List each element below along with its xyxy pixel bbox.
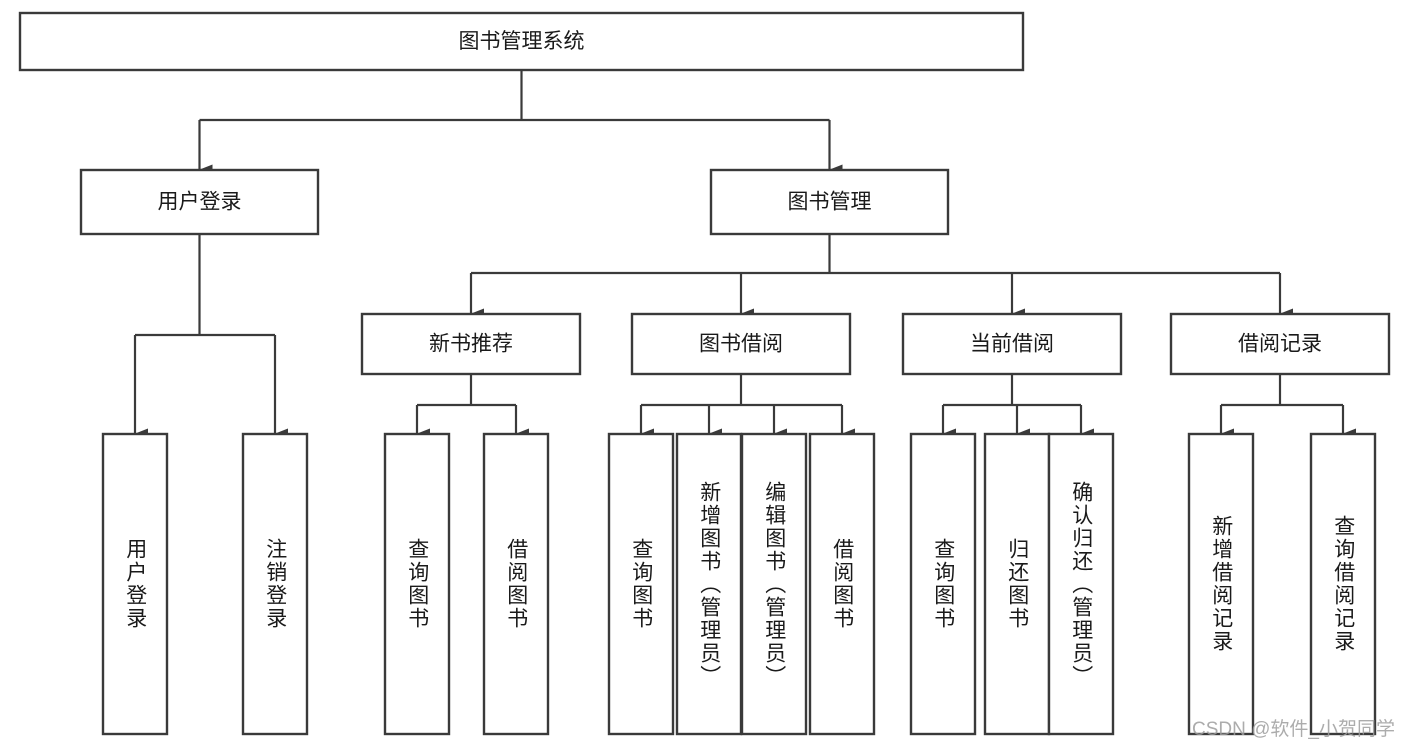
node-current-borrow-rect[interactable] xyxy=(901,312,1123,376)
node-leaf-query-record[interactable] xyxy=(1309,432,1377,736)
node-book-borrow-rect[interactable] xyxy=(630,312,852,376)
node-leaf-query-book-1-rect[interactable] xyxy=(383,432,451,736)
node-current-borrow-label: 当前借阅 xyxy=(970,333,1054,356)
node-leaf-return-book-rect[interactable] xyxy=(983,432,1051,736)
node-user-login-label: 用户登录 xyxy=(158,191,242,214)
node-leaf-add-book-rect[interactable] xyxy=(675,432,743,736)
node-leaf-user-login-rect[interactable] xyxy=(101,432,169,736)
node-new-book-rec-label: 新书推荐 xyxy=(429,333,513,356)
node-leaf-borrow-book-2[interactable] xyxy=(808,432,876,736)
node-leaf-query-book-3[interactable] xyxy=(909,432,977,736)
node-book-borrow-label: 图书借阅 xyxy=(699,333,783,356)
node-leaf-user-logout[interactable] xyxy=(241,432,309,736)
node-book-manage[interactable]: 图书管理 xyxy=(709,168,950,236)
watermark-text: CSDN @软件_小贺同学 xyxy=(1192,719,1395,740)
node-leaf-query-book-2-rect[interactable] xyxy=(607,432,675,736)
node-leaf-borrow-book-1-rect[interactable] xyxy=(482,432,550,736)
node-leaf-add-record[interactable] xyxy=(1187,432,1255,736)
node-user-login[interactable]: 用户登录 xyxy=(79,168,320,236)
node-leaf-query-record-rect[interactable] xyxy=(1309,432,1377,736)
node-leaf-add-book[interactable] xyxy=(675,432,743,736)
node-leaf-borrow-book-1[interactable] xyxy=(482,432,550,736)
node-leaf-user-logout-rect[interactable] xyxy=(241,432,309,736)
node-leaf-query-book-2[interactable] xyxy=(607,432,675,736)
node-new-book-rec-rect[interactable] xyxy=(360,312,582,376)
connectors-layer xyxy=(133,70,1356,440)
node-new-book-rec[interactable]: 新书推荐 xyxy=(360,312,582,376)
node-current-borrow[interactable]: 当前借阅 xyxy=(901,312,1123,376)
node-leaf-confirm-return[interactable] xyxy=(1047,432,1115,736)
node-leaf-add-record-rect[interactable] xyxy=(1187,432,1255,736)
node-root-rect[interactable] xyxy=(18,11,1025,72)
node-root[interactable]: 图书管理系统 xyxy=(18,11,1025,72)
node-leaf-edit-book[interactable] xyxy=(740,432,808,736)
node-leaf-edit-book-rect[interactable] xyxy=(740,432,808,736)
node-borrow-record-rect[interactable] xyxy=(1169,312,1391,376)
node-book-manage-rect[interactable] xyxy=(709,168,950,236)
node-borrow-record-label: 借阅记录 xyxy=(1238,333,1322,356)
node-borrow-record[interactable]: 借阅记录 xyxy=(1169,312,1391,376)
node-user-login-rect[interactable] xyxy=(79,168,320,236)
node-book-borrow[interactable]: 图书借阅 xyxy=(630,312,852,376)
node-leaf-borrow-book-2-rect[interactable] xyxy=(808,432,876,736)
node-leaf-query-book-1[interactable] xyxy=(383,432,451,736)
node-root-label: 图书管理系统 xyxy=(459,30,585,53)
node-leaf-query-book-3-rect[interactable] xyxy=(909,432,977,736)
node-leaf-confirm-return-rect[interactable] xyxy=(1047,432,1115,736)
node-book-manage-label: 图书管理 xyxy=(788,191,872,214)
node-leaf-return-book[interactable] xyxy=(983,432,1051,736)
node-leaf-user-login[interactable] xyxy=(101,432,169,736)
